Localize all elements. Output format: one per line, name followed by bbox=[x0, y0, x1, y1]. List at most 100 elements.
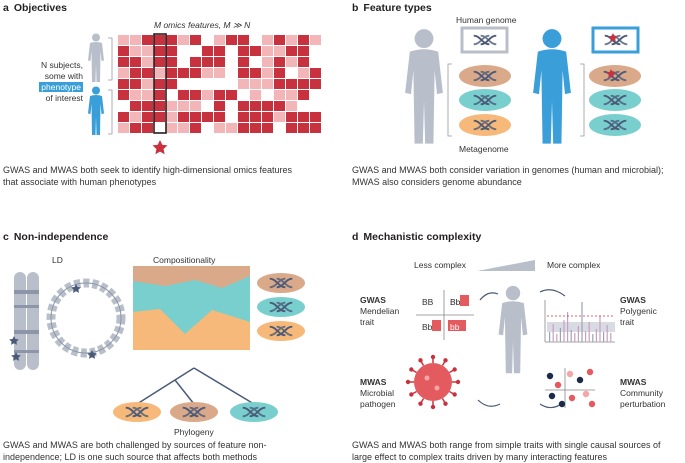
heatmap-cell bbox=[178, 90, 189, 100]
heatmap-cell bbox=[238, 123, 249, 133]
heatmap-cell bbox=[298, 101, 309, 111]
heatmap-cell bbox=[190, 68, 201, 78]
heatmap-cell bbox=[202, 101, 213, 111]
scatter-dot bbox=[568, 394, 576, 402]
scatter-dot bbox=[576, 376, 584, 384]
subjects-line: of interest bbox=[45, 93, 83, 103]
heatmap-cell bbox=[286, 35, 297, 45]
heatmap-cell bbox=[130, 46, 141, 56]
phylogeny-leaves bbox=[113, 402, 278, 422]
heatmap-cell bbox=[262, 46, 273, 56]
panel-letter: c bbox=[3, 231, 9, 243]
heatmap-cell bbox=[130, 68, 141, 78]
microbe-genomes-left bbox=[459, 65, 511, 136]
heatmap-cell bbox=[214, 123, 225, 133]
manhattan-bar bbox=[588, 322, 590, 342]
heatmap-cell bbox=[202, 90, 213, 100]
heatmap-cell bbox=[214, 90, 225, 100]
heatmap-cell bbox=[310, 68, 321, 78]
heatmap-cell bbox=[274, 90, 285, 100]
scatter-dot bbox=[588, 400, 596, 408]
heatmap-cell bbox=[142, 90, 153, 100]
manhattan-bar bbox=[577, 326, 579, 342]
heatmap-cell bbox=[178, 112, 189, 122]
heatmap-cell bbox=[250, 123, 261, 133]
compositionality-area-plot bbox=[133, 266, 250, 350]
heatmap-cell bbox=[262, 79, 273, 89]
subjects-line: N subjects, bbox=[40, 60, 83, 70]
heatmap-cell bbox=[286, 112, 297, 122]
label-line: Mendelian bbox=[360, 306, 400, 316]
heatmap-cell bbox=[298, 79, 309, 89]
heatmap-cell bbox=[178, 35, 189, 45]
human-genome-label: Human genome bbox=[456, 15, 517, 25]
heatmap-cell bbox=[250, 35, 261, 45]
panel-title-text: Feature types bbox=[363, 2, 432, 14]
heatmap-cell bbox=[262, 123, 273, 133]
complexity-gradient-wedge bbox=[477, 260, 535, 271]
heatmap-cell bbox=[274, 123, 285, 133]
more-complex-label: More complex bbox=[547, 260, 601, 270]
heatmap-cell bbox=[274, 35, 285, 45]
heatmap-cell bbox=[130, 79, 141, 89]
panel-title-text: Non-independence bbox=[13, 231, 109, 243]
manhattan-bar bbox=[606, 325, 608, 342]
heatmap-cell bbox=[214, 112, 225, 122]
heatmap-cell bbox=[286, 123, 297, 133]
heatmap-cell bbox=[298, 35, 309, 45]
virus-spike-tip bbox=[430, 354, 436, 360]
heatmap-cell bbox=[238, 101, 249, 111]
virus-icon bbox=[405, 354, 461, 410]
label-line: Polygenic bbox=[620, 306, 657, 316]
metagenome-label: Metagenome bbox=[459, 144, 509, 154]
highlighted-feature-column bbox=[153, 33, 167, 134]
scatter-dot bbox=[546, 372, 554, 380]
punnett-cell: Bb bbox=[422, 322, 433, 332]
heatmap-cell bbox=[142, 79, 153, 89]
virus-spike-tip bbox=[430, 404, 436, 410]
heatmap-cell bbox=[274, 57, 285, 67]
heatmap-cell bbox=[142, 123, 153, 133]
heatmap-cell bbox=[286, 46, 297, 56]
virus-spike-tip bbox=[418, 401, 423, 406]
virus-spike-tip bbox=[409, 392, 414, 397]
heatmap-cell bbox=[274, 68, 285, 78]
heatmap-cell bbox=[298, 123, 309, 133]
manhattan-bar bbox=[549, 332, 551, 342]
heatmap-cell bbox=[130, 123, 141, 133]
label-line: trait bbox=[620, 317, 635, 327]
heatmap-cell bbox=[310, 35, 321, 45]
manhattan-bar bbox=[563, 320, 565, 342]
heatmap-cell bbox=[298, 57, 309, 67]
heatmap-cell bbox=[250, 57, 261, 67]
heatmap-cell bbox=[214, 79, 225, 89]
scatter-dot bbox=[586, 368, 594, 376]
punnett-cell: bb bbox=[450, 322, 460, 332]
human-figure-blue bbox=[533, 29, 571, 144]
heatmap-cell bbox=[118, 101, 129, 111]
heatmap-cell bbox=[298, 112, 309, 122]
heatmap-cell bbox=[286, 90, 297, 100]
heatmap-cell bbox=[274, 101, 285, 111]
heatmap-cell bbox=[226, 123, 237, 133]
manhattan-plot bbox=[544, 300, 615, 343]
heatmap-cell bbox=[166, 90, 177, 100]
panel-c-title: c Non-independence bbox=[3, 231, 108, 243]
star-icon bbox=[606, 69, 616, 78]
scatter-dot bbox=[566, 370, 574, 378]
heatmap-cell bbox=[274, 46, 285, 56]
compositionality-label: Compositionality bbox=[153, 255, 216, 265]
manhattan-bar bbox=[599, 316, 601, 342]
manhattan-bar bbox=[559, 328, 561, 342]
heatmap-cell bbox=[142, 101, 153, 111]
human-genome-box-grey bbox=[460, 26, 509, 54]
mwas-pathogen-label: MWAS Microbial pathogen bbox=[360, 377, 395, 410]
heatmap-cell bbox=[262, 57, 273, 67]
subject-figure-blue bbox=[88, 86, 104, 135]
heatmap-cell bbox=[202, 123, 213, 133]
human-genome-box-blue bbox=[591, 26, 640, 54]
heatmap-cell bbox=[238, 68, 249, 78]
heatmap-cell bbox=[238, 90, 249, 100]
heatmap-cell bbox=[250, 101, 261, 111]
